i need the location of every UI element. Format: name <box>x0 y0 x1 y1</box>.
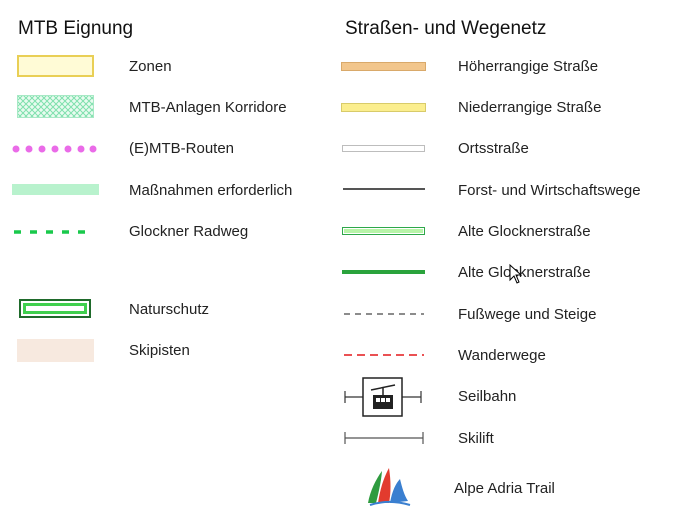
skipisten-symbol <box>17 339 94 362</box>
legend-label-wanderwege: Wanderwege <box>458 347 546 364</box>
local-road-symbol <box>342 145 425 152</box>
legend-label-zonen: Zonen <box>129 58 172 75</box>
legend-label-naturschutz: Naturschutz <box>129 301 210 318</box>
legend-label-seilbahn: Seilbahn <box>458 388 517 405</box>
legend-label-massnahmen: Maßnahmen erforderlich <box>129 182 293 199</box>
cable-car-icon <box>344 377 422 417</box>
emtb-route-dotted-symbol <box>12 145 97 153</box>
mouse-cursor-icon <box>509 263 523 284</box>
legend-label-skilift: Skilift <box>458 430 494 447</box>
footpath-dashed-symbol <box>344 313 424 315</box>
major-road-symbol <box>341 62 426 71</box>
radweg-dashed-symbol <box>14 230 90 234</box>
legend-label-fusswege-steige: Fußwege und Steige <box>458 306 597 323</box>
measures-band-symbol <box>12 184 99 195</box>
legend-label-emtb-routen: (E)MTB-Routen <box>129 140 235 157</box>
legend-label-skipisten: Skipisten <box>129 342 190 359</box>
legend-label-forst-wirtschaftswege: Forst- und Wirtschaftswege <box>458 182 641 199</box>
hiking-trail-dashed-symbol <box>344 354 424 356</box>
legend-label-hoeherrangige-strasse: Höherrangige Straße <box>458 58 599 75</box>
minor-road-symbol <box>341 103 426 112</box>
legend-label-mtb-anlagen: MTB-Anlagen Korridore <box>129 99 287 116</box>
old-glockner-road-dark-symbol <box>342 270 425 274</box>
legend-label-alte-glocknerstrasse-2: Alte Glocknerstraße <box>458 264 591 281</box>
alpe-adria-trail-logo <box>368 468 411 506</box>
forest-road-symbol <box>343 188 425 190</box>
old-glockner-road-light-symbol <box>342 227 425 235</box>
legend-label-alte-glocknerstrasse-1: Alte Glocknerstraße <box>458 223 591 240</box>
zones-symbol <box>17 55 94 77</box>
mtb-eignung-heading: MTB Eignung <box>18 18 134 39</box>
legend-label-alpe-adria-trail: Alpe Adria Trail <box>454 480 555 497</box>
corridor-crosshatch-symbol <box>17 95 94 118</box>
ski-lift-symbol <box>344 432 424 444</box>
legend-label-niederrangige-strasse: Niederrangige Straße <box>458 99 602 116</box>
legend-label-ortsstrasse: Ortsstraße <box>458 140 529 157</box>
legend-label-glockner-radweg: Glockner Radweg <box>129 223 249 240</box>
strassen-wegenetz-heading: Straßen- und Wegenetz <box>345 18 547 39</box>
naturschutz-symbol <box>19 299 91 318</box>
